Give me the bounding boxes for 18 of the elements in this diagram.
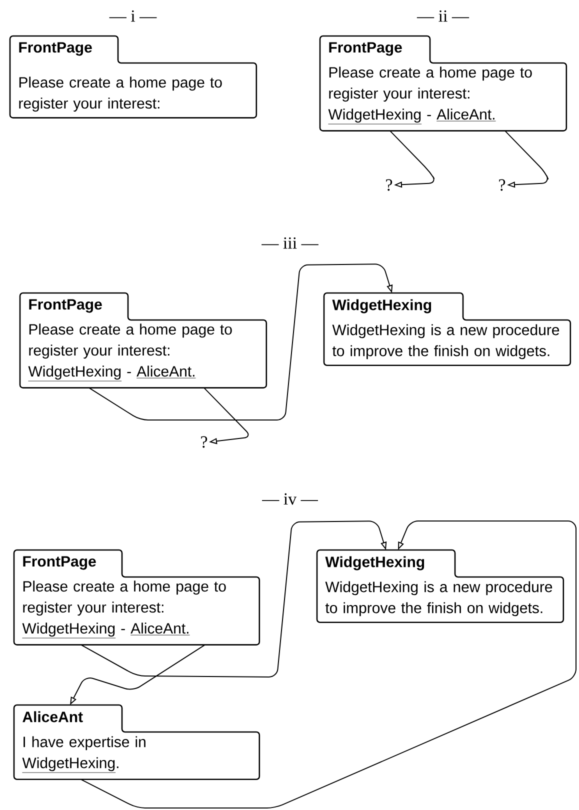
- arrow: [504, 130, 549, 188]
- panel-heading: — iv —: [262, 493, 318, 505]
- arrow: [80, 520, 387, 678]
- arrow: [390, 130, 435, 188]
- page-card: AliceAnt I have expertise in WidgetHexing.: [13, 704, 260, 780]
- panel-heading: — iii —: [262, 237, 318, 249]
- page-card: FrontPage Please create a home page to register your interest: WidgetHexing - AliceAnt.: [19, 292, 268, 388]
- page-card: WidgetHexing WidgetHexing is a new procedure to improve the finish on widgets.: [323, 292, 572, 366]
- question-mark: ?: [201, 436, 208, 448]
- page-card: WidgetHexing WidgetHexing is a new procedure to improve the finish on widgets.: [316, 549, 564, 624]
- arrow: [204, 387, 249, 444]
- question-mark: ?: [499, 179, 506, 191]
- page-card: FrontPage Please create a home page to register your interest:: [9, 35, 258, 118]
- question-mark: ?: [386, 179, 392, 191]
- arrow: [80, 520, 576, 808]
- arrow: [88, 264, 393, 420]
- page-card: FrontPage Please create a home page to register your interest: WidgetHexing - AliceAnt.: [13, 549, 260, 646]
- page-card: FrontPage Please create a home page to register your interest: WidgetHexing - AliceAnt.: [319, 35, 568, 132]
